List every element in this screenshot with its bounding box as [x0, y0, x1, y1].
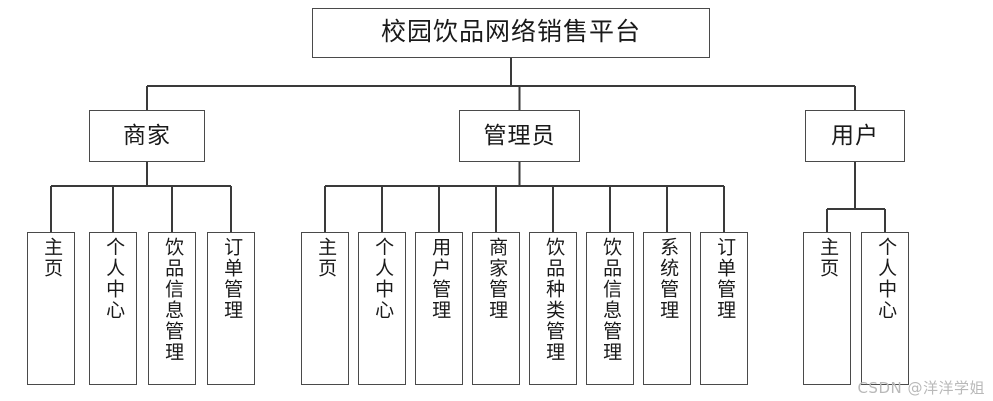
node-leaf-administrator-0[interactable]: 主页 — [301, 232, 349, 385]
node-leaf-administrator-5[interactable]: 饮品信息管理 — [586, 232, 634, 385]
node-leaf-administrator-4[interactable]: 饮品种类管理 — [529, 232, 577, 385]
node-leaf-label: 用户管理 — [429, 237, 451, 321]
node-leaf-label: 系统管理 — [657, 237, 679, 321]
node-branch-administrator[interactable]: 管理员 — [459, 110, 580, 162]
node-leaf-administrator-6[interactable]: 系统管理 — [643, 232, 691, 385]
node-leaf-merchant-3[interactable]: 订单管理 — [207, 232, 255, 385]
node-leaf-label: 饮品信息管理 — [600, 237, 622, 363]
node-leaf-label: 商家管理 — [486, 237, 508, 321]
node-leaf-label: 饮品种类管理 — [543, 237, 565, 363]
node-leaf-label: 饮品信息管理 — [162, 237, 184, 363]
node-leaf-label: 主页 — [41, 237, 63, 279]
node-leaf-administrator-2[interactable]: 用户管理 — [415, 232, 463, 385]
node-leaf-label: 主页 — [817, 237, 839, 279]
node-leaf-user-0[interactable]: 主页 — [803, 232, 851, 385]
watermark: CSDN @洋洋学姐 — [857, 379, 985, 397]
node-leaf-administrator-7[interactable]: 订单管理 — [700, 232, 748, 385]
node-leaf-label: 个人中心 — [875, 237, 897, 321]
node-leaf-label: 个人中心 — [103, 237, 125, 321]
node-leaf-label: 订单管理 — [714, 237, 736, 321]
node-leaf-merchant-2[interactable]: 饮品信息管理 — [148, 232, 196, 385]
node-root[interactable]: 校园饮品网络销售平台 — [312, 8, 710, 58]
node-leaf-label: 订单管理 — [221, 237, 243, 321]
node-leaf-administrator-3[interactable]: 商家管理 — [472, 232, 520, 385]
node-leaf-merchant-1[interactable]: 个人中心 — [89, 232, 137, 385]
node-leaf-label: 个人中心 — [372, 237, 394, 321]
node-leaf-administrator-1[interactable]: 个人中心 — [358, 232, 406, 385]
node-leaf-label: 主页 — [315, 237, 337, 279]
node-branch-user[interactable]: 用户 — [805, 110, 905, 162]
node-leaf-merchant-0[interactable]: 主页 — [27, 232, 75, 385]
node-leaf-user-1[interactable]: 个人中心 — [861, 232, 909, 385]
node-branch-merchant[interactable]: 商家 — [89, 110, 205, 162]
